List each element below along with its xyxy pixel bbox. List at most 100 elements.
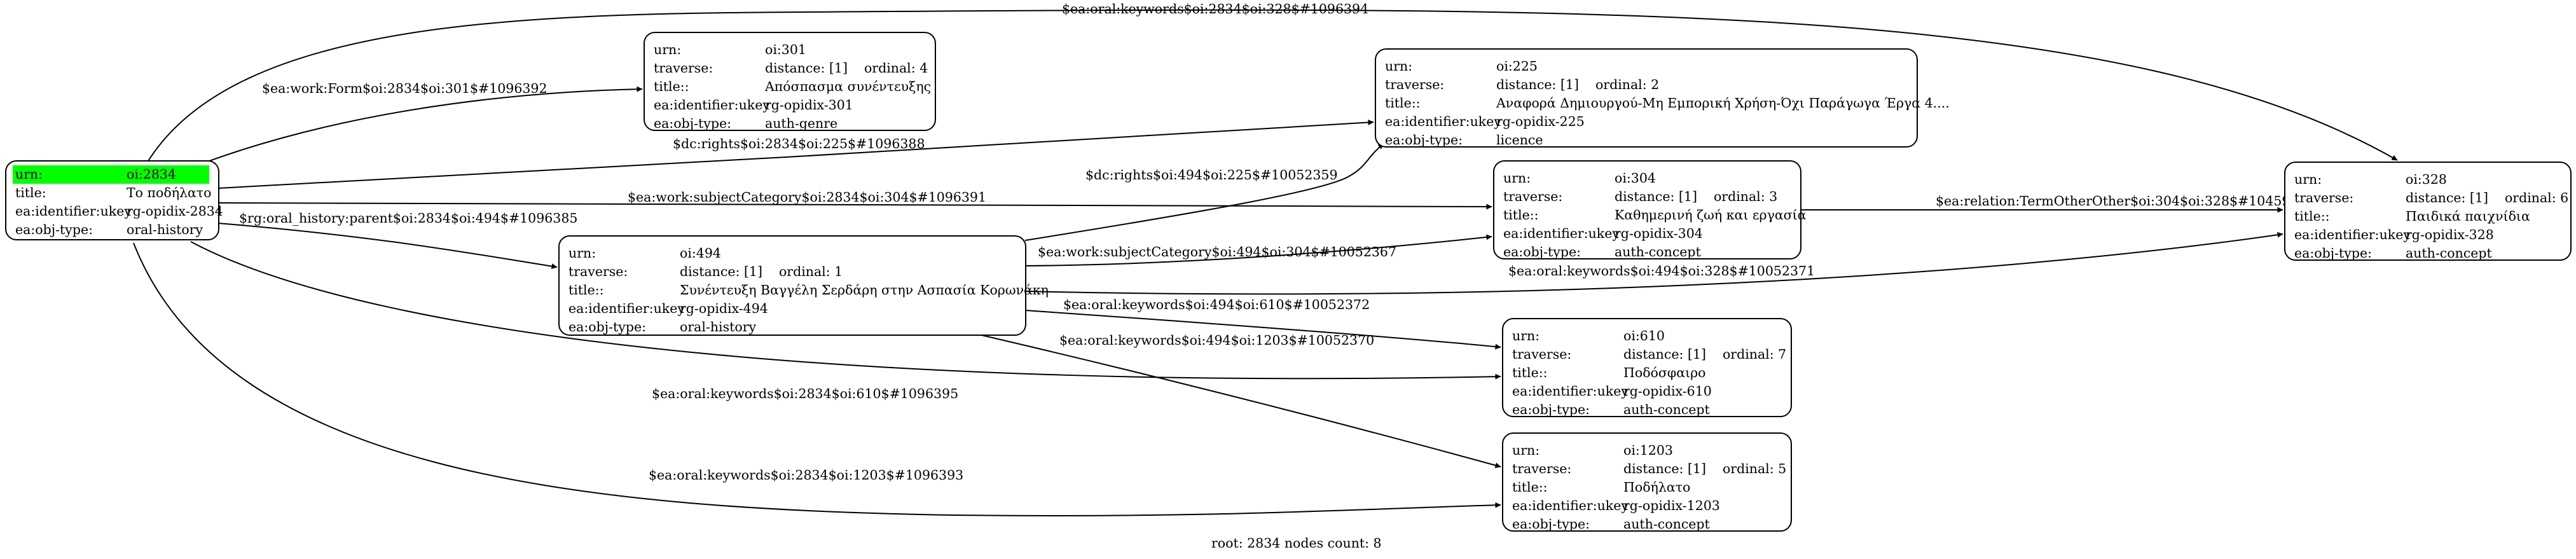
node-value-ordinal: ordinal: 3	[1713, 189, 1778, 204]
edge-label-2834-225: $dc:rights$oi:2834$oi:225$#1096388	[673, 136, 925, 151]
node-value-type: oral-history	[127, 222, 203, 237]
node-key-traverse: traverse:	[568, 264, 628, 279]
node-value-ordinal: ordinal: 4	[864, 60, 928, 76]
edge-line-2834-328	[146, 9, 2398, 165]
node-key-title: title::	[654, 79, 689, 94]
node-key-title: title::	[1503, 207, 1539, 223]
node-key-urn: urn:	[1385, 59, 1413, 74]
node-key-ukey: ea:identifier:ukey	[15, 204, 132, 219]
edge-label-494-328: $ea:oral:keywords$oi:494$oi:328$#1005237…	[1508, 263, 1815, 279]
node-row-type: ea:obj-type: licence	[1385, 131, 1905, 149]
node-oi-328[interactable]: urn: oi:328 traverse:distance: [1]ordinal…	[2284, 162, 2572, 261]
edge-line-2834-301	[193, 86, 643, 167]
node-row-urn: urn:oi:225	[1385, 57, 1905, 76]
node-key-ukey: ea:identifier:ukey	[2294, 227, 2411, 242]
node-value-urn: oi:301	[765, 42, 806, 57]
node-value-title: Καθημερινή ζωή και εργασία	[1615, 207, 1807, 223]
edge-line-2834-1203	[133, 242, 1501, 517]
node-value-type: licence	[1496, 132, 1543, 148]
edge-label-2834-610: $ea:oral:keywords$oi:2834$oi:610$#109639…	[652, 386, 958, 401]
node-key-title: title::	[2294, 209, 2330, 224]
node-row-traverse: traverse:distance: [1]ordinal: 3	[1503, 188, 1789, 206]
edge-line-494-610	[1024, 310, 1501, 350]
node-key-urn: urn:	[654, 42, 682, 57]
node-key-urn: urn:	[1503, 170, 1531, 186]
node-row-title: title::Παιδικά παιχνίδια	[2294, 207, 2559, 226]
node-key-ukey: ea:identifier:ukey	[1385, 114, 1501, 129]
edge-line-2834-610	[190, 241, 1501, 380]
node-row-type: ea:obj-type:auth-concept	[1503, 243, 1789, 261]
node-value-ordinal: ordinal: 7	[1722, 347, 1787, 362]
node-value-urn: oi:328	[2406, 172, 2447, 187]
node-key-urn: urn:	[1512, 443, 1540, 458]
node-row-title: title::Αναφορά Δημιουργού-Μη Εμπορική Χρ…	[1385, 94, 1950, 113]
node-value-title: Ποδήλατο	[1623, 480, 1691, 495]
edge-line-2834-494	[217, 223, 558, 270]
edge-line-2834-304	[217, 202, 1492, 210]
node-value-title: Συνέντευξη Βαγγέλη Σερδάρη στην Ασπασία …	[680, 282, 1049, 298]
node-key-type: ea:obj-type:	[1385, 132, 1463, 148]
node-value-ordinal: ordinal: 1	[778, 264, 843, 279]
node-row-type: ea:obj-type: oral-history	[15, 221, 207, 239]
node-value-distance: distance: [1]	[1615, 189, 1697, 204]
node-row-type: ea:obj-type:auth-genre	[654, 114, 923, 133]
edge-label-2834-494: $rg:oral_history:parent$oi:2834$oi:494$#…	[239, 210, 577, 226]
node-key-traverse: traverse:	[654, 60, 713, 76]
node-row-title: title::Καθημερινή ζωή και εργασία	[1503, 206, 1807, 224]
node-value-type: auth-genre	[765, 116, 838, 131]
node-oi-610[interactable]: urn:oi:610 traverse:distance: [1]ordinal…	[1502, 318, 1792, 417]
node-row-type: ea:obj-type:auth-concept	[1512, 401, 1779, 419]
edge-label-2834-328: $ea:oral:keywords$oi:2834$oi:328$#109639…	[1062, 1, 1368, 17]
node-value-type: oral-history	[680, 319, 757, 335]
node-oi-1203[interactable]: urn: oi:1203 traverse:distance: [1]ordina…	[1502, 432, 1792, 532]
node-value-ukey: rg-opidix-494	[680, 301, 768, 316]
node-oi-301[interactable]: urn:oi:301 traverse:distance: [1]ordinal…	[644, 32, 936, 131]
edge-label-2834-304: $ea:work:subjectCategory$oi:2834$oi:304$…	[628, 190, 986, 205]
node-row-type: ea:obj-type:auth-concept	[1512, 515, 1779, 534]
node-value-title: Ποδόσφαιρο	[1623, 365, 1706, 380]
node-key-type: ea:obj-type:	[568, 319, 646, 335]
node-oi-494[interactable]: urn:oi:494 traverse:distance: [1]ordinal…	[558, 235, 1049, 336]
node-key-title: title::	[1385, 95, 1421, 111]
node-oi-225[interactable]: urn:oi:225 traverse:distance: [1]ordinal…	[1375, 48, 1950, 149]
node-value-title: Αναφορά Δημιουργού-Μη Εμπορική Χρήση-Όχι…	[1496, 95, 1950, 111]
node-value-title: Το ποδήλατο	[127, 185, 212, 200]
node-key-traverse: traverse:	[1512, 461, 1572, 476]
node-key-traverse: traverse:	[2294, 190, 2354, 205]
node-value-ordinal: ordinal: 2	[1595, 77, 1660, 92]
node-value-ukey: rg-opidix-225	[1496, 114, 1585, 129]
node-row-urn: urn:oi:304	[1503, 169, 1789, 188]
node-row-traverse: traverse:distance: [1]ordinal: 2	[1385, 76, 1905, 94]
node-key-traverse: traverse:	[1385, 77, 1445, 92]
node-key-ukey: ea:identifier:ukey	[1512, 383, 1629, 399]
node-key-urn: urn:	[2294, 172, 2322, 187]
node-key-type: ea:obj-type:	[15, 222, 93, 237]
node-key-ukey: ea:identifier:ukey	[654, 97, 770, 113]
node-value-ukey: rg-opidix-304	[1615, 226, 1703, 241]
edge-label-494-225: $dc:rights$oi:494$oi:225$#10052359	[1085, 167, 1338, 183]
node-key-urn: urn:	[15, 167, 43, 182]
edge-line-494-304	[1024, 234, 1492, 266]
node-key-type: ea:obj-type:	[1512, 402, 1590, 417]
edge-line-494-225	[1024, 143, 1384, 241]
graph-footer: root: 2834 nodes count: 8	[1211, 535, 1382, 551]
node-row-traverse: traverse:distance: [1]ordinal: 6	[2294, 189, 2568, 207]
edge-label-304-328: $ea:relation:TermOtherOther$oi:304$oi:32…	[1936, 193, 2307, 209]
node-row-title: title::Ποδήλατο	[1512, 478, 1779, 497]
node-oi-2834[interactable]: urn: oi:2834 title: Το ποδήλατο ea:ident…	[5, 160, 223, 240]
node-value-ukey: rg-opidix-328	[2406, 227, 2494, 242]
node-value-type: auth-concept	[1615, 244, 1701, 259]
node-value-type: auth-concept	[1623, 516, 1710, 532]
node-row-title: title::Συνέντευξη Βαγγέλη Σερδάρη στην Α…	[568, 281, 1049, 300]
node-row-traverse: traverse:distance: [1]ordinal: 5	[1512, 460, 1786, 478]
node-key-title: title:	[15, 185, 46, 200]
node-value-urn: oi:1203	[1623, 443, 1673, 458]
node-value-ordinal: ordinal: 6	[2504, 190, 2569, 205]
node-oi-304[interactable]: urn:oi:304 traverse:distance: [1]ordinal…	[1493, 160, 1807, 261]
